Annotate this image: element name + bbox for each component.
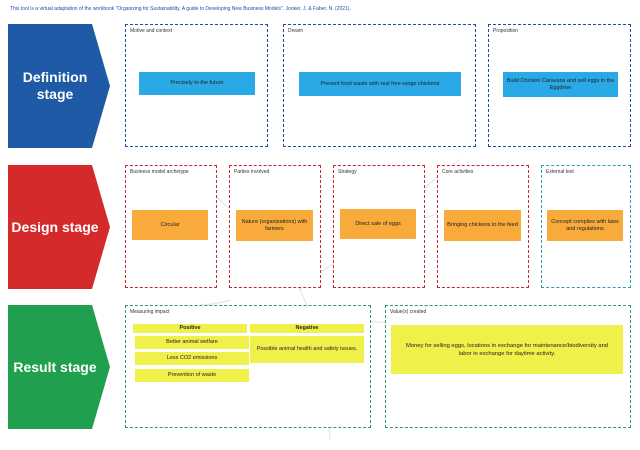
motive-note[interactable]: Precisely to the future (139, 72, 255, 95)
external-test-note[interactable]: Concept complies with laws and regulatio… (547, 210, 623, 241)
design-stage-label: Design stage (11, 218, 99, 235)
business-model-archetype-box: Business model archetype Circular (125, 165, 217, 288)
dream-title: Dream (288, 28, 304, 34)
external-test-box: External test Concept complies with laws… (541, 165, 631, 288)
core-activities-title: Core activities (442, 169, 474, 175)
definition-stage-label: Definition stage (22, 69, 88, 102)
core-activities-note[interactable]: Bringing chickens to the feed (444, 210, 521, 241)
proposition-box: Proposition Build Chicken Caravans and s… (488, 24, 631, 147)
strategy-title: Strategy (338, 169, 357, 175)
negative-header: Negative (250, 324, 364, 333)
value-created-note[interactable]: Money for selling eggs, locations in exc… (391, 325, 623, 374)
measuring-impact-title: Measuring impact (130, 309, 170, 315)
business-model-archetype-title: Business model archetype (130, 169, 189, 175)
motive-and-context-title: Motive and context (130, 28, 172, 34)
result-stage-chevron: Result stage (8, 305, 112, 429)
positive-impact-note[interactable]: Better animal welfare (135, 336, 249, 349)
proposition-note[interactable]: Build Chicken Caravans and sell eggs in … (503, 72, 618, 97)
negative-impact-note[interactable]: Possible animal health and safety issues… (250, 336, 364, 363)
strategy-box: Strategy Direct sale of eggs (333, 165, 425, 288)
measuring-impact-box: Measuring impact Positive Negative Bette… (125, 305, 371, 428)
dream-box: Dream Prevent food waste with real free-… (283, 24, 476, 147)
core-activities-box: Core activities Bringing chickens to the… (437, 165, 529, 288)
dream-note[interactable]: Prevent food waste with real free-range … (299, 72, 461, 96)
definition-stage-chevron: Definition stage (8, 24, 112, 148)
motive-and-context-box: Motive and context Precisely to the futu… (125, 24, 268, 147)
parties-involved-box: Parties involved Nature (organizations) … (229, 165, 321, 288)
parties-note[interactable]: Nature (organizations) with farmers (236, 210, 313, 241)
strategy-note[interactable]: Direct sale of eggs (340, 209, 416, 239)
archetype-note[interactable]: Circular (132, 210, 208, 240)
external-test-title: External test (546, 169, 574, 175)
positive-impact-note[interactable]: Less CO2 emissions (135, 352, 249, 365)
header-attribution: This tool is a virtual adaptation of the… (10, 6, 351, 12)
positive-header: Positive (133, 324, 247, 333)
positive-impact-note[interactable]: Prevention of waste (135, 369, 249, 382)
value-created-title: Value(s) created (390, 309, 427, 315)
proposition-title: Proposition (493, 28, 519, 34)
design-stage-chevron: Design stage (8, 165, 112, 289)
value-created-box: Value(s) created Money for selling eggs,… (385, 305, 631, 428)
parties-involved-title: Parties involved (234, 169, 270, 175)
result-stage-label: Result stage (13, 358, 97, 375)
